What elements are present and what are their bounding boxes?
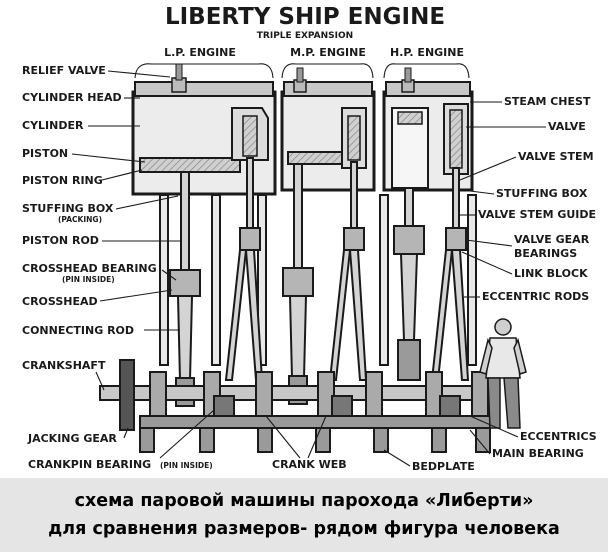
label-piston: PISTON <box>22 147 68 160</box>
label-valve-gear-2: BEARINGS <box>514 247 577 260</box>
label-link-block: LINK BLOCK <box>514 267 588 280</box>
label-relief-valve: RELIEF VALVE <box>22 64 106 77</box>
labels-right: STEAM CHEST VALVE VALVE STEM STUFFING BO… <box>459 95 597 460</box>
brace-lp <box>134 63 274 79</box>
engine-label-lp: L.P. ENGINE <box>164 46 236 59</box>
label-valve-gear-1: VALVE GEAR <box>514 233 590 246</box>
label-crankpin-bearing: CRANKPIN BEARING <box>28 458 151 471</box>
leader-valve-stem <box>459 156 517 181</box>
leader-piston-ring <box>101 169 143 181</box>
label-cylinder-head: CYLINDER HEAD <box>22 91 122 104</box>
label-crank-web: CRANK WEB <box>272 458 347 471</box>
label-stuffing-box-note: (PACKING) <box>58 215 102 224</box>
crankshaft <box>99 359 489 431</box>
leader-bedplate <box>383 449 411 467</box>
label-bedplate: BEDPLATE <box>412 460 475 473</box>
label-stuffing-box-left: STUFFING BOX <box>22 202 114 215</box>
leader-stuffing-box-right <box>461 189 495 195</box>
label-valve-stem: VALVE STEM <box>518 150 594 163</box>
label-valve-stem-guide: VALVE STEM GUIDE <box>478 208 596 221</box>
engine-diagram: LIBERTY SHIP ENGINE TRIPLE EXPANSION L.P… <box>22 4 597 473</box>
label-jacking-gear: JACKING GEAR <box>27 432 117 445</box>
leader-relief-valve <box>107 70 171 78</box>
caption-panel: схема паровой машины парохода «Либерти» … <box>0 478 608 552</box>
leader-link-block <box>461 251 513 275</box>
caption-line-1: схема паровой машины парохода «Либерти» <box>74 491 534 511</box>
hp-cylinder <box>382 67 474 192</box>
label-crankpin-bearing-note: (PIN INSIDE) <box>160 461 213 470</box>
brace-mp <box>281 63 374 79</box>
leader-valve-gear <box>465 239 513 247</box>
label-valve: VALVE <box>548 120 586 133</box>
leader-piston <box>71 153 146 163</box>
bedplate <box>139 415 491 453</box>
diagram-subtitle: TRIPLE EXPANSION <box>257 31 353 41</box>
leader-crank-web-2 <box>307 415 327 459</box>
label-crosshead-bearing-note: (PIN INSIDE) <box>62 275 115 284</box>
leader-crosshead-bearing <box>161 269 177 281</box>
engine-label-hp: H.P. ENGINE <box>390 46 464 59</box>
engine-label-mp: M.P. ENGINE <box>290 46 366 59</box>
leader-crosshead <box>99 289 173 302</box>
label-crankshaft: CRANKSHAFT <box>22 359 106 372</box>
label-eccentrics: ECCENTRICS <box>520 430 597 443</box>
leader-crankshaft <box>95 371 105 391</box>
label-crosshead-bearing: CROSSHEAD BEARING <box>22 262 157 275</box>
label-piston-rod: PISTON ROD <box>22 234 99 247</box>
engine-frame <box>159 194 477 366</box>
leader-jacking-gear <box>123 427 129 439</box>
labels-bottom: CRANK WEB BEDPLATE <box>265 415 475 473</box>
leader-crankpin-bearing <box>159 409 215 459</box>
label-connecting-rod: CONNECTING ROD <box>22 324 134 337</box>
brace-hp <box>383 63 470 79</box>
label-crosshead: CROSSHEAD <box>22 295 98 308</box>
label-eccentric-rods: ECCENTRIC RODS <box>482 290 589 303</box>
leader-eccentrics <box>469 415 519 438</box>
leader-stuffing-box-left <box>115 195 179 210</box>
label-cylinder: CYLINDER <box>22 119 84 132</box>
label-main-bearing: MAIN BEARING <box>492 447 584 460</box>
leader-crank-web-1 <box>265 415 301 459</box>
labels-left: RELIEF VALVE CYLINDER HEAD CYLINDER PIST… <box>22 64 215 471</box>
label-steam-chest: STEAM CHEST <box>504 95 591 108</box>
human-figure <box>479 318 527 429</box>
running-gear <box>169 157 470 407</box>
label-stuffing-box-right: STUFFING BOX <box>496 187 588 200</box>
diagram-title: LIBERTY SHIP ENGINE <box>165 4 445 30</box>
label-piston-ring: PISTON RING <box>22 174 103 187</box>
leader-main-bearing <box>469 429 491 455</box>
caption-line-2: для сравнения размеров- рядом фигура чел… <box>48 519 560 539</box>
